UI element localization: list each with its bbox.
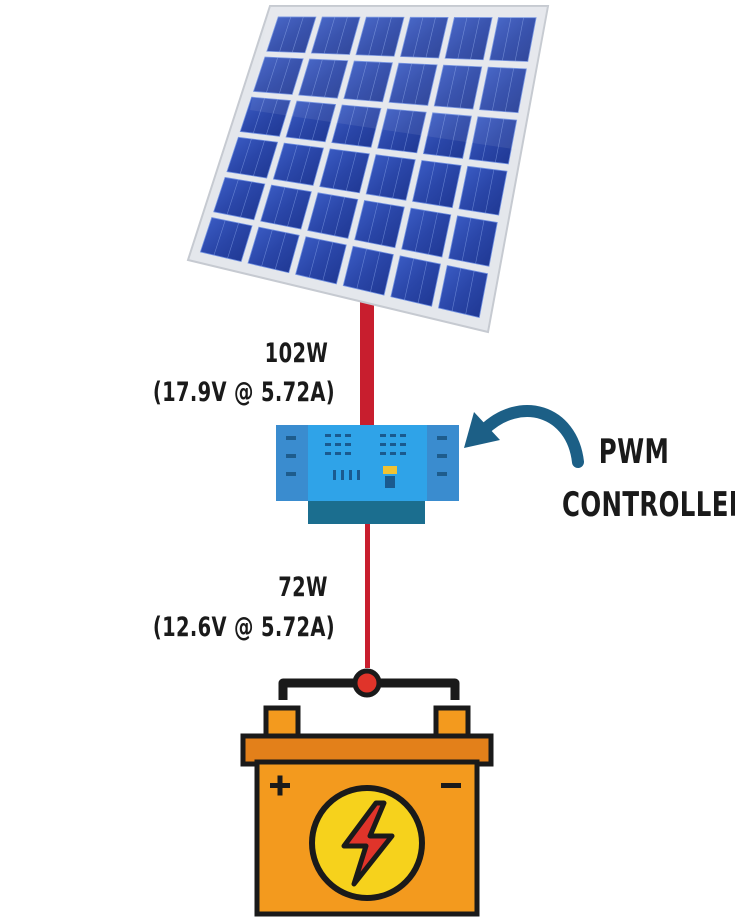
solar-cell-busbar: [274, 232, 287, 270]
solar-cell-busbar: [324, 60, 336, 98]
solar-cell-busbar: [438, 163, 449, 206]
solar-cell: [331, 104, 382, 148]
solar-cell-busbar: [451, 268, 461, 312]
solar-cell-busbar: [459, 66, 470, 109]
solar-cell-busbar: [336, 17, 348, 55]
battery-icon: [240, 668, 494, 917]
solar-cell-busbar: [417, 261, 428, 304]
solar-cell-busbar: [470, 17, 480, 60]
solar-cell-busbar: [253, 140, 265, 176]
solar-cell-busbar: [311, 59, 323, 97]
solar-cell-busbar: [446, 65, 457, 108]
solar-cell: [412, 160, 462, 209]
solar-cell-busbar: [322, 242, 334, 281]
solar-cell-busbar: [425, 162, 436, 204]
solar-cell-busbar: [299, 146, 311, 184]
solar-cell-busbar: [266, 99, 278, 135]
solar-cell-busbar: [381, 204, 392, 246]
controller-label-line1: PWM: [598, 432, 670, 472]
solar-cell-busbar: [227, 222, 239, 259]
wire-panel-to-controller: [360, 300, 374, 430]
controller-label-line2: CONTROLLER: [562, 485, 735, 525]
solar-cell-busbar: [495, 118, 505, 163]
solar-cell-busbar: [369, 62, 381, 101]
solar-cell: [390, 255, 441, 307]
solar-cell-busbar: [344, 106, 356, 145]
solar-cell: [401, 207, 452, 258]
solar-cell-busbar: [357, 107, 369, 146]
solar-cell-busbar: [370, 251, 381, 292]
solar-cell-busbar: [279, 16, 292, 52]
solar-cell-busbar: [308, 239, 320, 278]
curved-arrow-icon: [464, 405, 584, 468]
pwm-controller-icon: [276, 425, 459, 524]
solar-cell-busbar: [403, 111, 414, 152]
solar-cell-busbar: [261, 229, 273, 267]
solar-cell-busbar: [287, 189, 299, 227]
solar-cell-busbar: [436, 113, 446, 156]
solar-cell-busbar: [492, 67, 502, 111]
solar-cell-busbar: [291, 16, 304, 53]
solar-cell-busbar: [465, 270, 475, 315]
solar-cell-busbar: [401, 63, 412, 104]
solar-cell-busbar: [273, 187, 286, 224]
solar-cell-busbar: [392, 157, 403, 199]
solar-cell: [239, 96, 291, 137]
solar-cell-busbar: [240, 181, 252, 218]
solar-cell-busbar: [320, 194, 332, 234]
solar-cell-busbar: [381, 17, 392, 56]
solar-cell-busbar: [428, 212, 438, 255]
solar-cell-busbar: [504, 68, 514, 112]
solar-cell-busbar: [414, 210, 425, 252]
solar-cell-busbar: [367, 202, 379, 243]
solar-cell-busbar: [239, 138, 252, 174]
panel-voltage-current-label: (17.9V @ 5.72A): [152, 377, 335, 408]
solar-cell-busbar: [323, 16, 336, 54]
solar-cell-busbar: [471, 167, 482, 211]
solar-cell-busbar: [514, 17, 524, 62]
solar-cell-busbar: [345, 152, 357, 191]
solar-panel-icon: [186, 5, 550, 334]
solar-cell-busbar: [379, 156, 390, 197]
wire-junction-node: [352, 668, 382, 698]
battery-power-label: 72W: [278, 572, 328, 603]
solar-cell-busbar: [311, 103, 324, 141]
solar-cell-busbar: [404, 258, 414, 300]
solar-cell-busbar: [226, 179, 239, 215]
solar-cell-busbar: [485, 169, 495, 214]
solar-cell: [458, 165, 508, 216]
solar-cell-busbar: [266, 57, 278, 93]
solar-cell: [438, 265, 489, 318]
solar-cell-busbar: [475, 220, 485, 264]
solar-cell-busbar: [390, 109, 401, 150]
panel-power-label: 102W: [264, 338, 328, 369]
wire-controller-to-battery: [365, 520, 370, 668]
solar-cell-busbar: [502, 17, 512, 61]
solar-cell-busbar: [213, 220, 226, 256]
solar-cell-busbar: [481, 117, 492, 161]
solar-cell-busbar: [449, 114, 459, 157]
solar-cell-busbar: [414, 64, 425, 105]
solar-cell-busbar: [334, 197, 345, 236]
solar-cell-busbar: [356, 61, 368, 100]
solar-cell-busbar: [332, 150, 344, 189]
solar-cell-busbar: [412, 17, 424, 58]
solar-cell-busbar: [457, 17, 468, 59]
battery-voltage-current-label: (12.6V @ 5.72A): [152, 612, 335, 643]
solar-cell-busbar: [279, 58, 291, 94]
solar-cell-busbar: [298, 102, 311, 139]
solar-cell-busbar: [461, 218, 472, 262]
solar-cell-busbar: [253, 98, 265, 134]
solar-cell-busbar: [368, 17, 380, 56]
solar-cell-busbar: [425, 17, 436, 58]
solar-cell: [448, 215, 498, 267]
solar-cell-busbar: [286, 144, 298, 182]
solar-cell-busbar: [356, 248, 367, 289]
